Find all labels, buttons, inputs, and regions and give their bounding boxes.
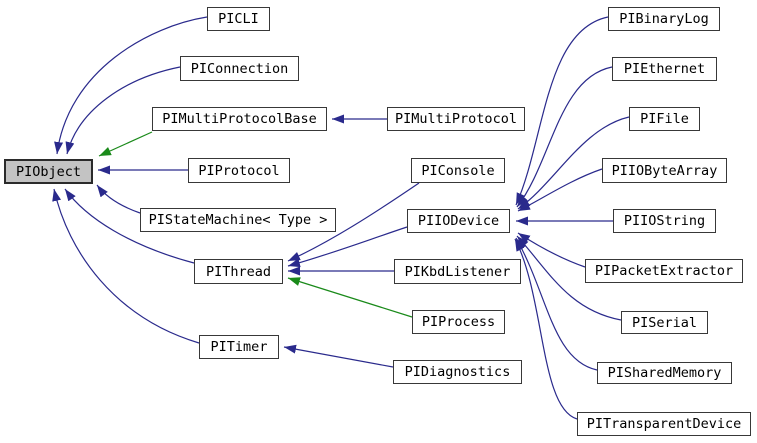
node-piiobytearray[interactable]: PIIOByteArray [602, 158, 727, 183]
edge-pistatemachine-to-piobject [96, 184, 141, 214]
node-piserial[interactable]: PISerial [621, 311, 708, 334]
node-pisharedmemory[interactable]: PISharedMemory [597, 362, 732, 384]
edge-pimultiprotocolbase-to-piobject [98, 131, 153, 157]
node-pibinarylog[interactable]: PIBinaryLog [608, 7, 720, 31]
edge-piiobytearray-to-piiodevice [517, 168, 603, 212]
node-piiostring[interactable]: PIIOString [613, 209, 716, 233]
edge-piiodevice-to-pithread [287, 226, 408, 268]
node-pipacketextractor[interactable]: PIPacketExtractor [585, 259, 743, 283]
node-piiodevice[interactable]: PIIODevice [407, 209, 510, 233]
node-pimultiprotocolbase[interactable]: PIMultiProtocolBase [152, 107, 327, 131]
node-pitimer[interactable]: PITimer [199, 335, 279, 359]
edge-piethernet-to-piiodevice [516, 66, 613, 208]
node-piprocess[interactable]: PIProcess [412, 310, 505, 334]
edge-piconsole-to-pithread [287, 182, 420, 262]
edge-pitimer-to-piobject [52, 188, 200, 344]
node-picli[interactable]: PICLI [207, 7, 270, 31]
edge-pibinarylog-to-piiodevice [515, 16, 609, 206]
edge-piserial-to-piiodevice [516, 235, 622, 321]
node-piconsole[interactable]: PIConsole [411, 158, 505, 183]
node-pikbdlistener[interactable]: PIKbdListener [394, 259, 521, 284]
edge-piconnection-to-piobject [65, 66, 181, 155]
node-pitransparentdevice[interactable]: PITransparentDevice [577, 412, 751, 436]
edge-pitransparentdevice-to-piiodevice [514, 238, 578, 420]
edge-pifile-to-piiodevice [517, 116, 630, 210]
edge-piprocess-to-pithread [287, 277, 413, 318]
node-piethernet[interactable]: PIEthernet [612, 57, 717, 81]
node-piobject: PIObject [4, 159, 93, 184]
edge-pithread-to-piobject [64, 188, 195, 264]
node-pifile[interactable]: PIFile [629, 107, 700, 131]
node-pithread[interactable]: PIThread [194, 259, 283, 284]
edge-pisharedmemory-to-piiodevice [515, 237, 598, 371]
edge-pidiagnostics-to-pitimer [283, 344, 394, 368]
node-piconnection[interactable]: PIConnection [180, 56, 299, 81]
node-pistatemachine[interactable]: PIStateMachine< Type > [140, 208, 336, 232]
node-piprotocol[interactable]: PIProtocol [188, 158, 290, 183]
node-pimultiprotocol[interactable]: PIMultiProtocol [387, 107, 525, 131]
node-pidiagnostics[interactable]: PIDiagnostics [393, 360, 522, 384]
edge-picli-to-piobject [54, 16, 208, 155]
